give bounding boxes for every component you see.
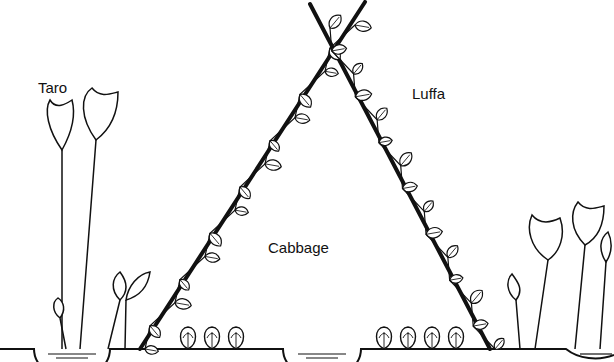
ground-and-pits (0, 349, 614, 362)
taro-plants (47, 88, 611, 349)
plant-label: Cabbage (268, 240, 329, 257)
trellis-poles (140, 2, 490, 349)
plant-label: Luffa (412, 86, 445, 103)
plant-label: Taro (38, 80, 67, 97)
cabbage-seedlings (181, 327, 464, 349)
luffa-vines (144, 12, 506, 355)
